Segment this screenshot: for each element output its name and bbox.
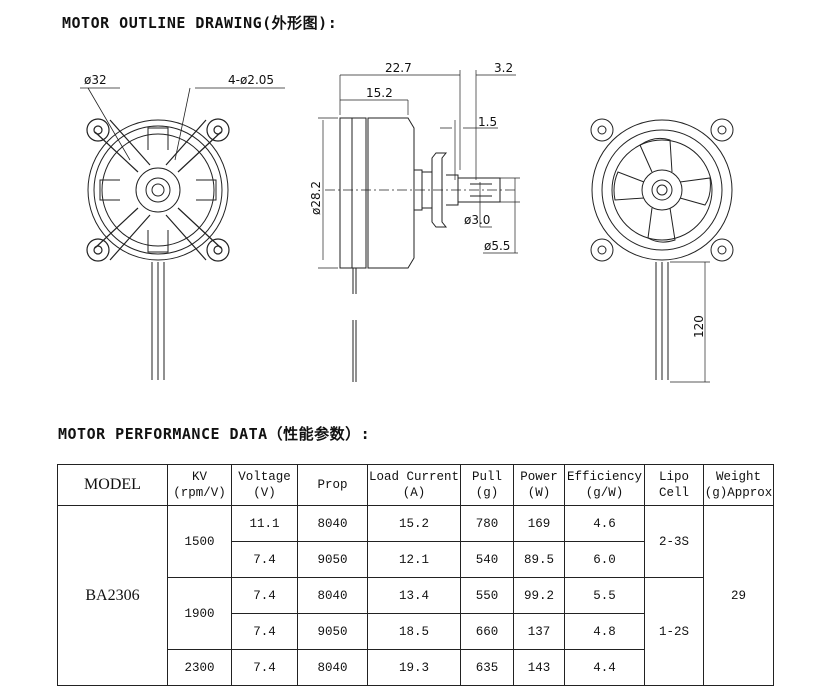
cell-efficiency: 4.6	[564, 505, 645, 542]
header-kv: KV(rpm/V)	[167, 464, 232, 506]
cell-pull: 780	[460, 505, 514, 542]
dim-body-diameter: ø28.2	[309, 181, 323, 215]
header-power: Power(W)	[513, 464, 565, 506]
cell-kv: 1500	[167, 505, 232, 578]
table-row: 1900 7.4 8040 13.4 550 99.2 5.5 1-2S	[58, 577, 774, 686]
cell-voltage: 7.4	[231, 577, 298, 614]
cell-prop: 8040	[297, 505, 368, 542]
header-efficiency: Efficiency(g/W)	[564, 464, 645, 506]
motor-outline-drawing: ø32 4-ø2.05 22.7 3.2 15.2 1.5 ø28.2 ø3.0…	[80, 61, 734, 383]
cell-efficiency: 6.0	[564, 541, 645, 578]
table-row: 2300 7.4 8040 19.3 635 143 4.4	[58, 649, 774, 686]
cell-voltage: 7.4	[231, 649, 298, 686]
cell-current: 12.1	[367, 541, 461, 578]
front-view	[80, 87, 285, 380]
dim-body-length: 15.2	[366, 86, 393, 100]
cell-prop: 9050	[297, 613, 368, 650]
rear-view	[590, 118, 734, 383]
cell-pull: 660	[460, 613, 514, 650]
cell-power: 169	[513, 505, 565, 542]
dim-collar-diameter: ø5.5	[484, 239, 510, 253]
table-row: BA2306 1500 11.1 8040 15.2 780 169 4.6 2…	[57, 505, 774, 686]
cell-lipo: 2-3S	[644, 505, 704, 578]
cell-prop: 8040	[297, 577, 368, 614]
dim-shaft-tip: 3.2	[494, 61, 513, 75]
header-model: MODEL	[57, 464, 168, 506]
cell-voltage: 7.4	[231, 541, 298, 578]
cell-weight: 29	[703, 505, 774, 686]
header-load-current: Load Current(A)	[367, 464, 461, 506]
cell-kv: 1900	[167, 577, 232, 650]
header-prop: Prop	[297, 464, 368, 506]
cell-lipo: 1-2S	[644, 577, 704, 686]
table-row: 7.4 9050 18.5 660 137 4.8	[58, 613, 774, 650]
cell-current: 19.3	[367, 649, 461, 686]
cell-prop: 9050	[297, 541, 368, 578]
cell-current: 18.5	[367, 613, 461, 650]
performance-table: MODEL KV(rpm/V) Voltage(V) Prop Load Cur…	[57, 464, 774, 686]
cell-power: 137	[513, 613, 565, 650]
cell-current: 15.2	[367, 505, 461, 542]
dim-shaft-diameter: ø3.0	[464, 213, 490, 227]
dim-total-length: 22.7	[385, 61, 412, 75]
header-voltage: Voltage(V)	[231, 464, 298, 506]
dim-mount-holes: 4-ø2.05	[228, 73, 274, 87]
dim-front-diameter: ø32	[84, 73, 107, 87]
header-pull: Pull(g)	[460, 464, 514, 506]
outline-drawing-title: MOTOR OUTLINE DRAWING(外形图):	[62, 14, 338, 32]
dim-lead-length: 120	[692, 315, 706, 338]
cell-power: 89.5	[513, 541, 565, 578]
cell-pull: 635	[460, 649, 514, 686]
cell-voltage: 7.4	[231, 613, 298, 650]
cell-current: 13.4	[367, 577, 461, 614]
cell-voltage: 11.1	[231, 505, 298, 542]
table-header-row: MODEL KV(rpm/V) Voltage(V) Prop Load Cur…	[57, 464, 774, 506]
cell-power: 99.2	[513, 577, 565, 614]
cell-pull: 550	[460, 577, 514, 614]
side-view	[318, 70, 520, 382]
cell-kv: 2300	[167, 649, 232, 686]
cell-efficiency: 5.5	[564, 577, 645, 614]
cell-pull: 540	[460, 541, 514, 578]
cell-efficiency: 4.4	[564, 649, 645, 686]
header-weight: Weight(g)Approx	[703, 464, 774, 506]
cell-model: BA2306	[57, 505, 168, 686]
cell-prop: 8040	[297, 649, 368, 686]
performance-data-title: MOTOR PERFORMANCE DATA（性能参数）:	[58, 425, 371, 443]
cell-efficiency: 4.8	[564, 613, 645, 650]
dim-1-5: 1.5	[478, 115, 497, 129]
cell-power: 143	[513, 649, 565, 686]
